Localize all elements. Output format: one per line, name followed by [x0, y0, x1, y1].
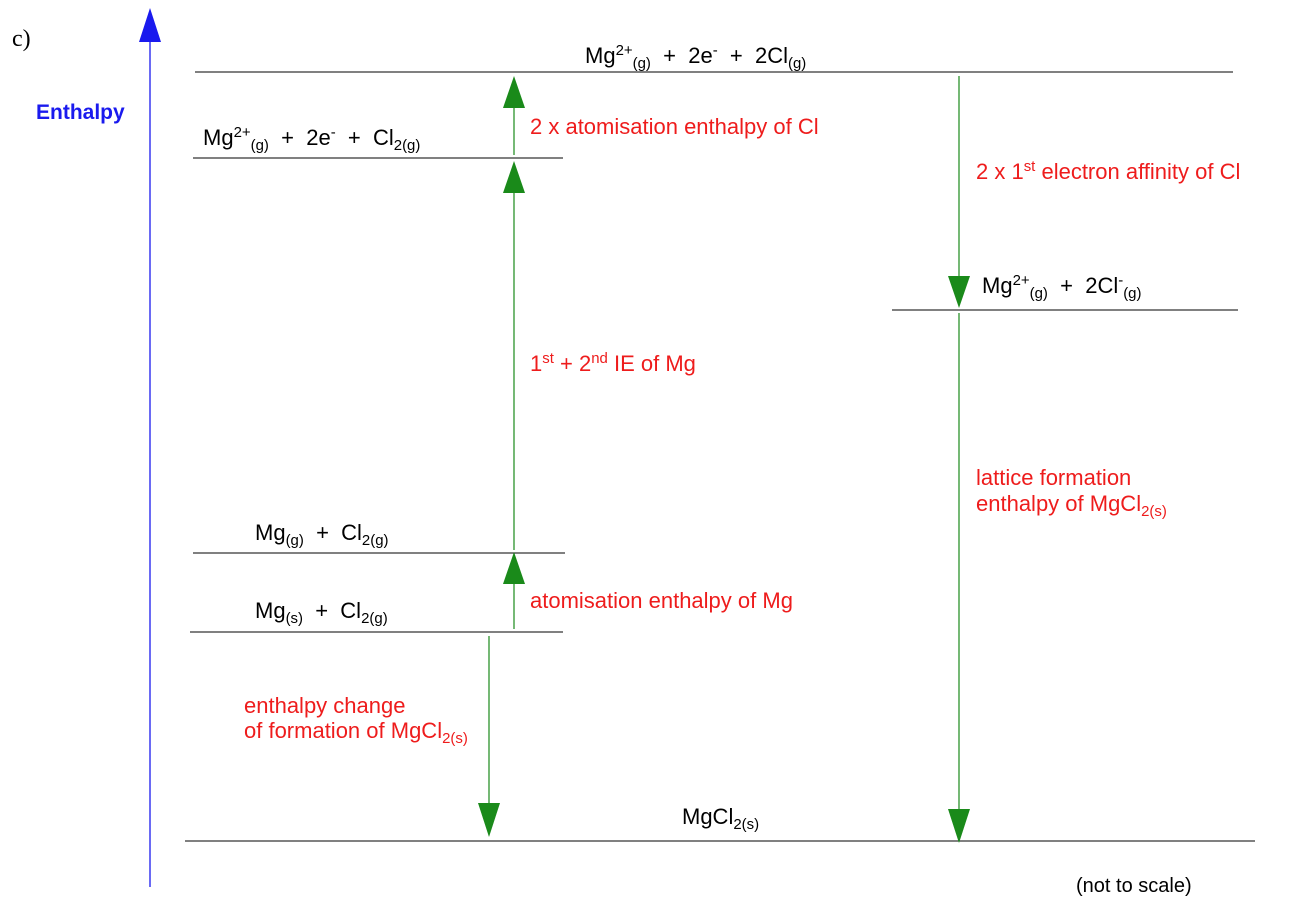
enthalpy-axis-label: Enthalpy: [36, 101, 125, 124]
arrow-atomisation-cl-head: [503, 76, 525, 108]
arrow-lattice-head: [948, 809, 970, 843]
arrow-ionisation-head: [503, 161, 525, 193]
not-to-scale-note: (not to scale): [1076, 875, 1192, 897]
arrow-formation-head: [478, 803, 500, 837]
level-label-mg2-cl-ions: Mg2+(g) + 2Cl-(g): [982, 271, 1142, 303]
step-label-atomisation-cl: 2 x atomisation enthalpy of Cl: [530, 114, 819, 139]
arrow-atomisation-mg-head: [503, 552, 525, 584]
level-label-mgg-cl2: Mg(g) + Cl2(g): [255, 520, 389, 550]
step-label-lattice-line1: lattice formation: [976, 465, 1132, 490]
step-label-formation-line2: of formation of MgCl2(s): [244, 718, 468, 748]
level-label-mgs-cl2: Mg(s) + Cl2(g): [255, 598, 388, 628]
step-label-formation-line1: enthalpy change: [244, 693, 406, 718]
panel-label: c): [12, 26, 31, 52]
step-label-atomisation-mg: atomisation enthalpy of Mg: [530, 588, 793, 613]
level-label-mg2-cl2: Mg2+(g) + 2e- + Cl2(g): [203, 123, 421, 155]
level-label-top: Mg2+(g) + 2e- + 2Cl(g): [585, 41, 807, 73]
step-label-ionisation: 1st + 2nd IE of Mg: [530, 349, 696, 376]
level-label-mgcl2: MgCl2(s): [682, 804, 760, 834]
enthalpy-axis-arrowhead: [139, 8, 161, 42]
step-label-electron-affinity: 2 x 1st electron affinity of Cl: [976, 157, 1241, 184]
arrow-electron-affinity-head: [948, 276, 970, 308]
step-label-lattice-line2: enthalpy of MgCl2(s): [976, 491, 1167, 521]
